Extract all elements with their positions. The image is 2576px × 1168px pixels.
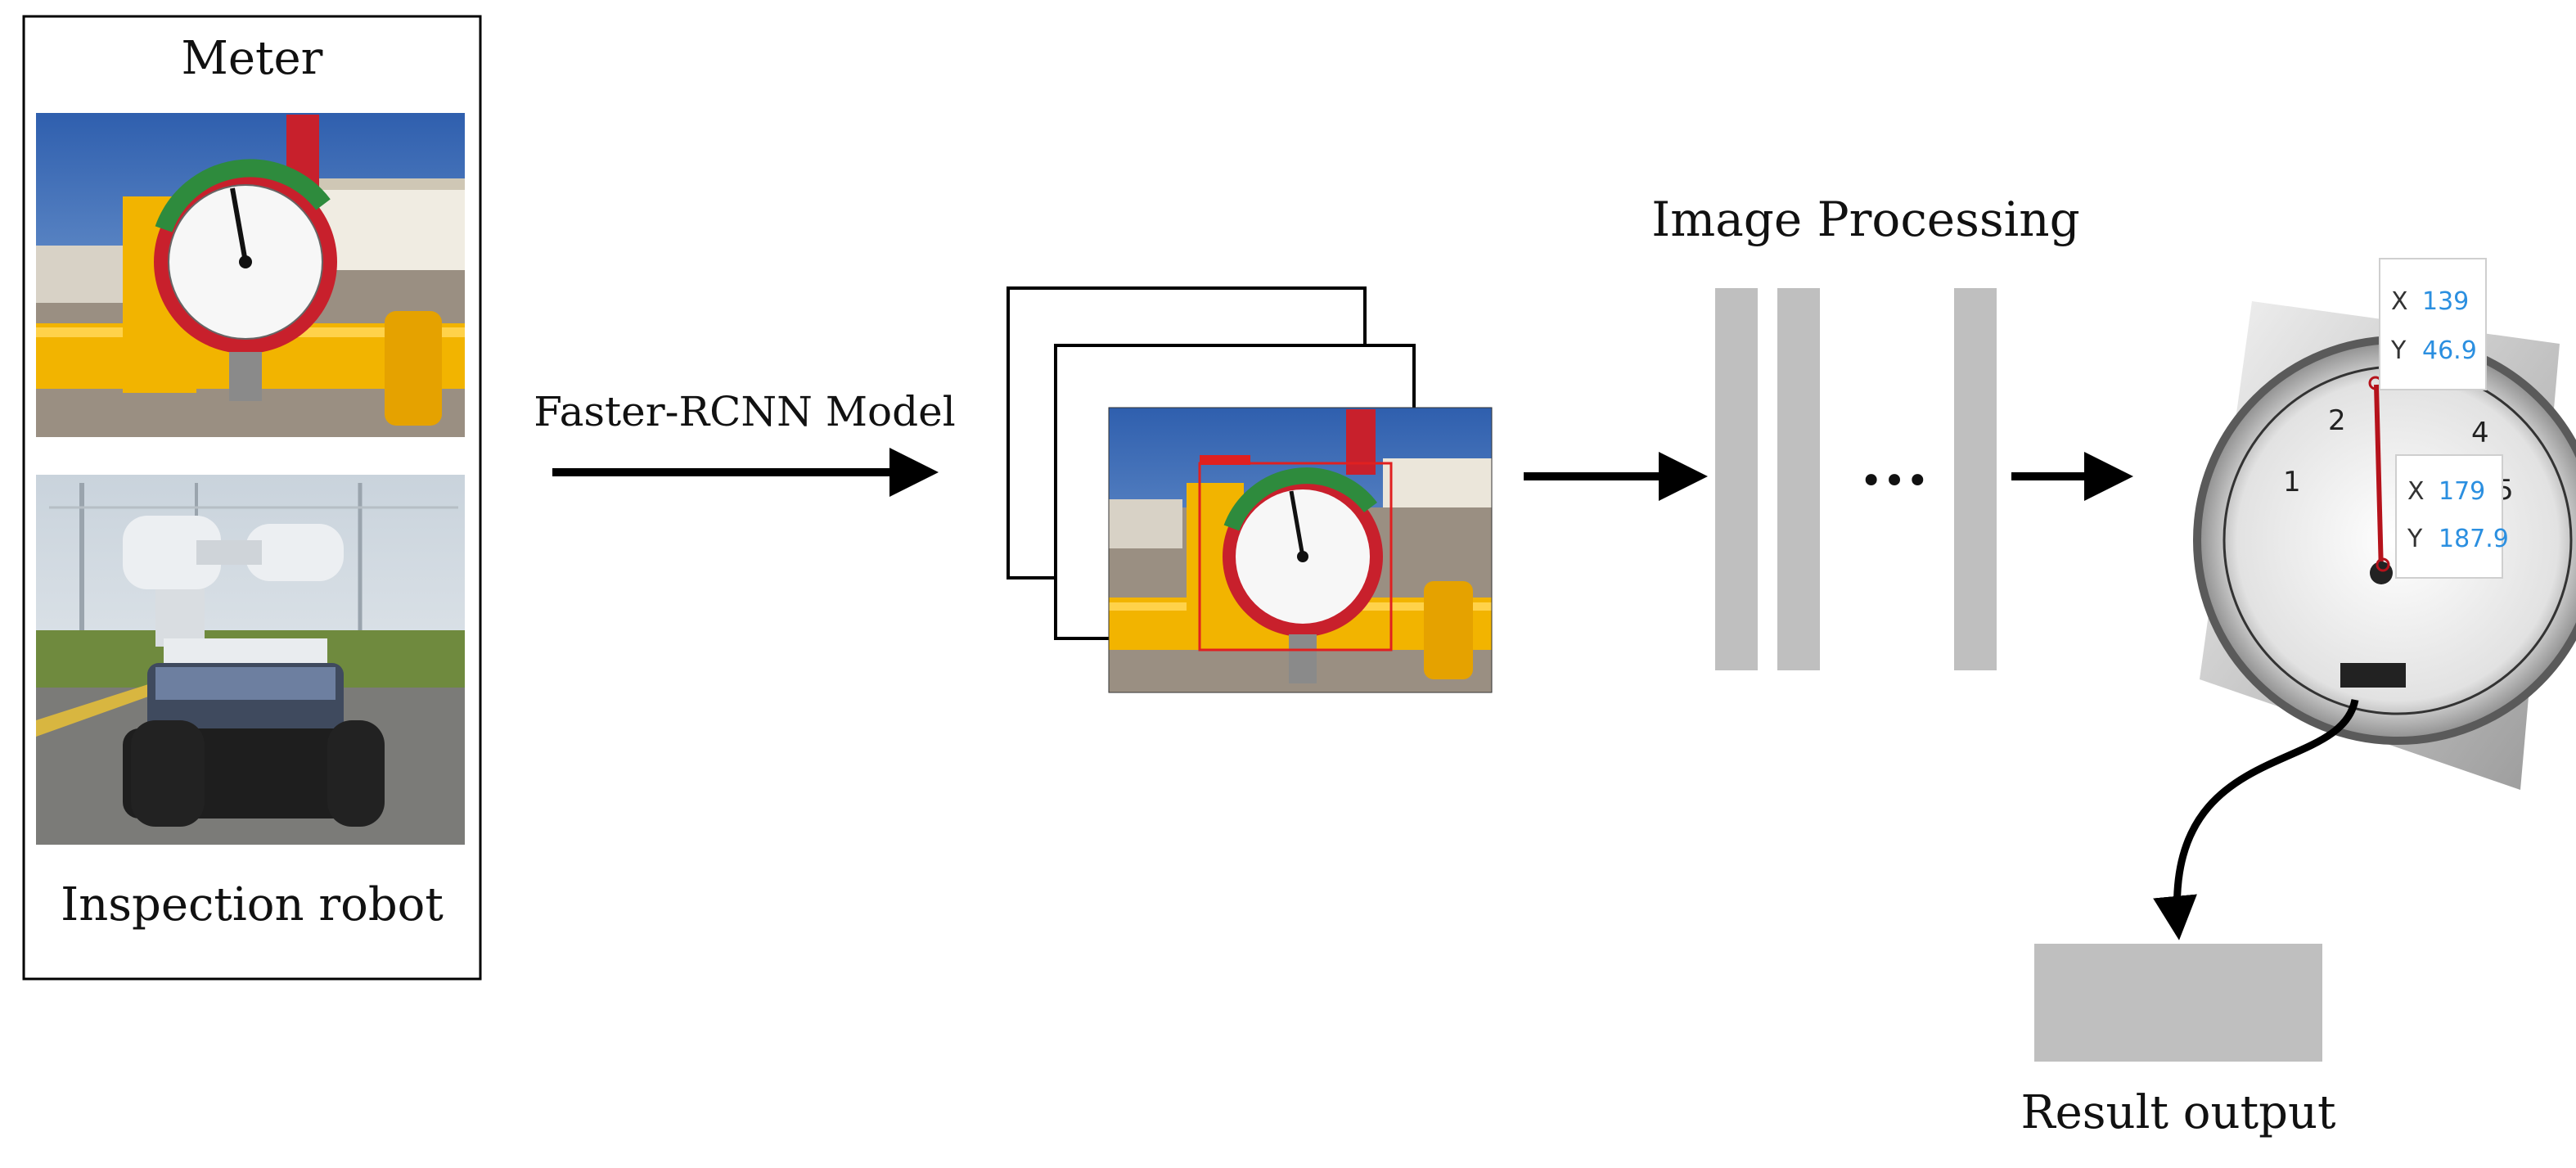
tooltip-2-x-value: 179 (2439, 477, 2485, 506)
reading-image: 2 1 4 5 X 139 Y 46.9 X 179 Y 187.9 (2193, 258, 2576, 790)
tooltip-1-x-label: X (2391, 287, 2408, 316)
processing-layer-n (1954, 288, 1997, 670)
result-label: Result output (2020, 1086, 2336, 1139)
reading-to-result-arrow (2153, 699, 2359, 940)
tooltip-2-x-label: X (2407, 477, 2425, 506)
robot-label: Inspection robot (61, 878, 444, 931)
processing-layer-1 (1715, 288, 1758, 670)
coordinate-tooltip-1: X 139 Y 46.9 (2379, 258, 2487, 390)
processing-label: Image Processing (1651, 192, 2079, 247)
coordinate-tooltip-2: X 179 Y 187.9 (2395, 454, 2509, 579)
processing-ellipsis: ••• (1860, 458, 1930, 504)
model-label: Faster-RCNN Model (534, 388, 955, 435)
reading-needle (2374, 384, 2384, 574)
reading-point-center (2376, 557, 2390, 572)
meter-label: Meter (182, 32, 323, 85)
result-output-block (2034, 944, 2322, 1062)
svg-text:2: 2 (2328, 404, 2346, 437)
detected-meter-frame (1108, 407, 1493, 693)
tooltip-1-y-value: 46.9 (2422, 336, 2477, 365)
svg-text:4: 4 (2471, 417, 2489, 449)
meter-photo (36, 113, 465, 437)
detection-class-tag (1200, 455, 1250, 465)
detection-bounding-box (1198, 462, 1393, 652)
tooltip-2-y-label: Y (2407, 525, 2423, 553)
input-panel: Meter (22, 15, 482, 981)
robot-photo (36, 475, 465, 845)
tooltip-1-x-value: 139 (2422, 287, 2469, 316)
detected-meter-image (1109, 408, 1492, 692)
tooltip-2-y-value: 187.9 (2439, 525, 2509, 553)
tooltip-1-y-label: Y (2390, 336, 2407, 365)
svg-text:1: 1 (2283, 466, 2301, 498)
processing-layers: ••• (1715, 288, 1997, 670)
processing-layer-2 (1777, 288, 1820, 670)
detection-stack (1007, 286, 1493, 693)
